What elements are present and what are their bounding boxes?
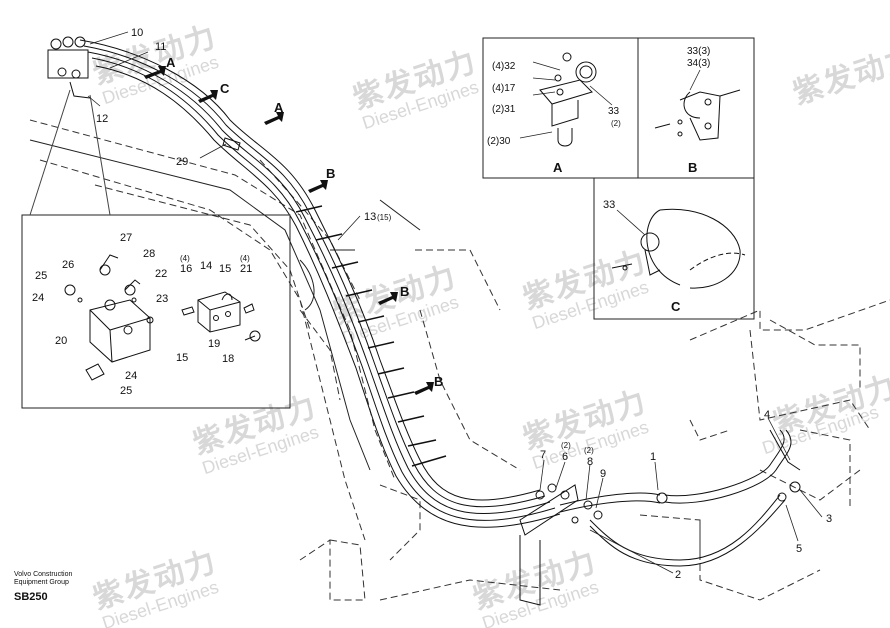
callout-21-qty: (4) bbox=[240, 254, 250, 263]
callout-20: 20 bbox=[55, 335, 67, 347]
callout-4: 4 bbox=[764, 409, 770, 421]
callout-25b: 25 bbox=[120, 385, 132, 397]
callout-21: 21 bbox=[240, 263, 252, 275]
pump-outline bbox=[639, 299, 890, 601]
hose-bundle bbox=[79, 39, 561, 528]
callout-28: 28 bbox=[143, 248, 155, 260]
callout-25a: 25 bbox=[35, 270, 47, 282]
callout-15b: 15 bbox=[219, 263, 231, 275]
callout-5: 5 bbox=[796, 543, 802, 555]
callout-14: 14 bbox=[200, 260, 212, 272]
arrow-label-a2: A bbox=[274, 100, 284, 115]
bracket-assembly bbox=[519, 481, 801, 606]
arrow-label-c: C bbox=[220, 81, 230, 96]
callout-1: 1 bbox=[650, 451, 656, 463]
panel-a-callout-17: (4)17 bbox=[492, 83, 516, 94]
lower-hoses bbox=[559, 429, 801, 567]
panel-c-dash bbox=[689, 252, 746, 271]
panel-a-callout-33: 33 bbox=[608, 106, 620, 117]
callout-16: 16 bbox=[180, 263, 192, 275]
callout-27: 27 bbox=[120, 232, 132, 244]
panel-b-clamp bbox=[654, 89, 741, 141]
panel-c-clamp bbox=[611, 208, 741, 289]
detail-box-valve bbox=[21, 214, 291, 409]
section-arrows bbox=[144, 66, 434, 395]
panel-a-label: A bbox=[553, 160, 563, 175]
panel-a-callout-30: (2)30 bbox=[487, 136, 511, 147]
callout-26: 26 bbox=[62, 259, 74, 271]
detail-leader-right bbox=[89, 94, 111, 216]
leader-lines bbox=[87, 31, 823, 574]
callout-9: 9 bbox=[600, 468, 606, 480]
hose-clamps bbox=[295, 205, 447, 467]
arrow-label-b2: B bbox=[400, 284, 409, 299]
footer-code: SB250 bbox=[14, 591, 48, 603]
panel-a-callout-33-qty: (2) bbox=[611, 119, 621, 128]
callout-24a: 24 bbox=[32, 292, 44, 304]
callout-15a: 15 bbox=[176, 352, 188, 364]
boom-solid-outline bbox=[29, 139, 421, 471]
callout-18: 18 bbox=[222, 353, 234, 365]
callout-12: 12 bbox=[96, 113, 108, 125]
valve-exploded-view bbox=[64, 254, 261, 381]
panel-b-label: B bbox=[688, 160, 697, 175]
callout-3: 3 bbox=[826, 513, 832, 525]
arrow-label-b3: B bbox=[434, 374, 443, 389]
panel-c-label: C bbox=[671, 299, 681, 314]
detail-panel-c bbox=[593, 177, 755, 320]
panel-c-callout-33: 33 bbox=[603, 199, 615, 211]
callout-13: 13 bbox=[364, 211, 376, 223]
footer-company: Volvo Construction bbox=[14, 571, 73, 578]
callout-2: 2 bbox=[675, 569, 681, 581]
panel-a-callout-31: (2)31 bbox=[492, 104, 516, 115]
arrow-label-b1: B bbox=[326, 166, 335, 181]
arrow-label-a1: A bbox=[166, 55, 176, 70]
callout-24b: 24 bbox=[125, 370, 137, 382]
top-valve-block bbox=[47, 36, 91, 99]
boom-outline bbox=[29, 119, 521, 541]
callout-11: 11 bbox=[155, 41, 166, 53]
base-outline bbox=[299, 484, 561, 601]
footer-group: Equipment Group bbox=[14, 579, 69, 586]
panel-a-callout-32: (4)32 bbox=[492, 61, 516, 72]
fitting-29 bbox=[222, 137, 241, 151]
panel-b-callout-34: 34(3) bbox=[687, 58, 710, 69]
panel-a-clamp bbox=[539, 52, 597, 147]
detail-leader-left bbox=[29, 89, 71, 216]
callout-7: 7 bbox=[540, 449, 546, 461]
callout-19: 19 bbox=[208, 338, 220, 350]
callout-6: 6 bbox=[562, 451, 568, 463]
panel-b-callout-33: 33(3) bbox=[687, 46, 710, 57]
callout-10: 10 bbox=[131, 27, 143, 39]
callout-16-qty: (4) bbox=[180, 254, 190, 263]
callout-6-qty: (2) bbox=[561, 441, 571, 450]
callout-8-qty: (2) bbox=[584, 446, 594, 455]
callout-13-qty: (15) bbox=[377, 213, 392, 222]
callout-23: 23 bbox=[156, 293, 168, 305]
callout-22: 22 bbox=[155, 268, 167, 280]
callout-8: 8 bbox=[587, 456, 593, 468]
callout-29: 29 bbox=[176, 156, 188, 168]
